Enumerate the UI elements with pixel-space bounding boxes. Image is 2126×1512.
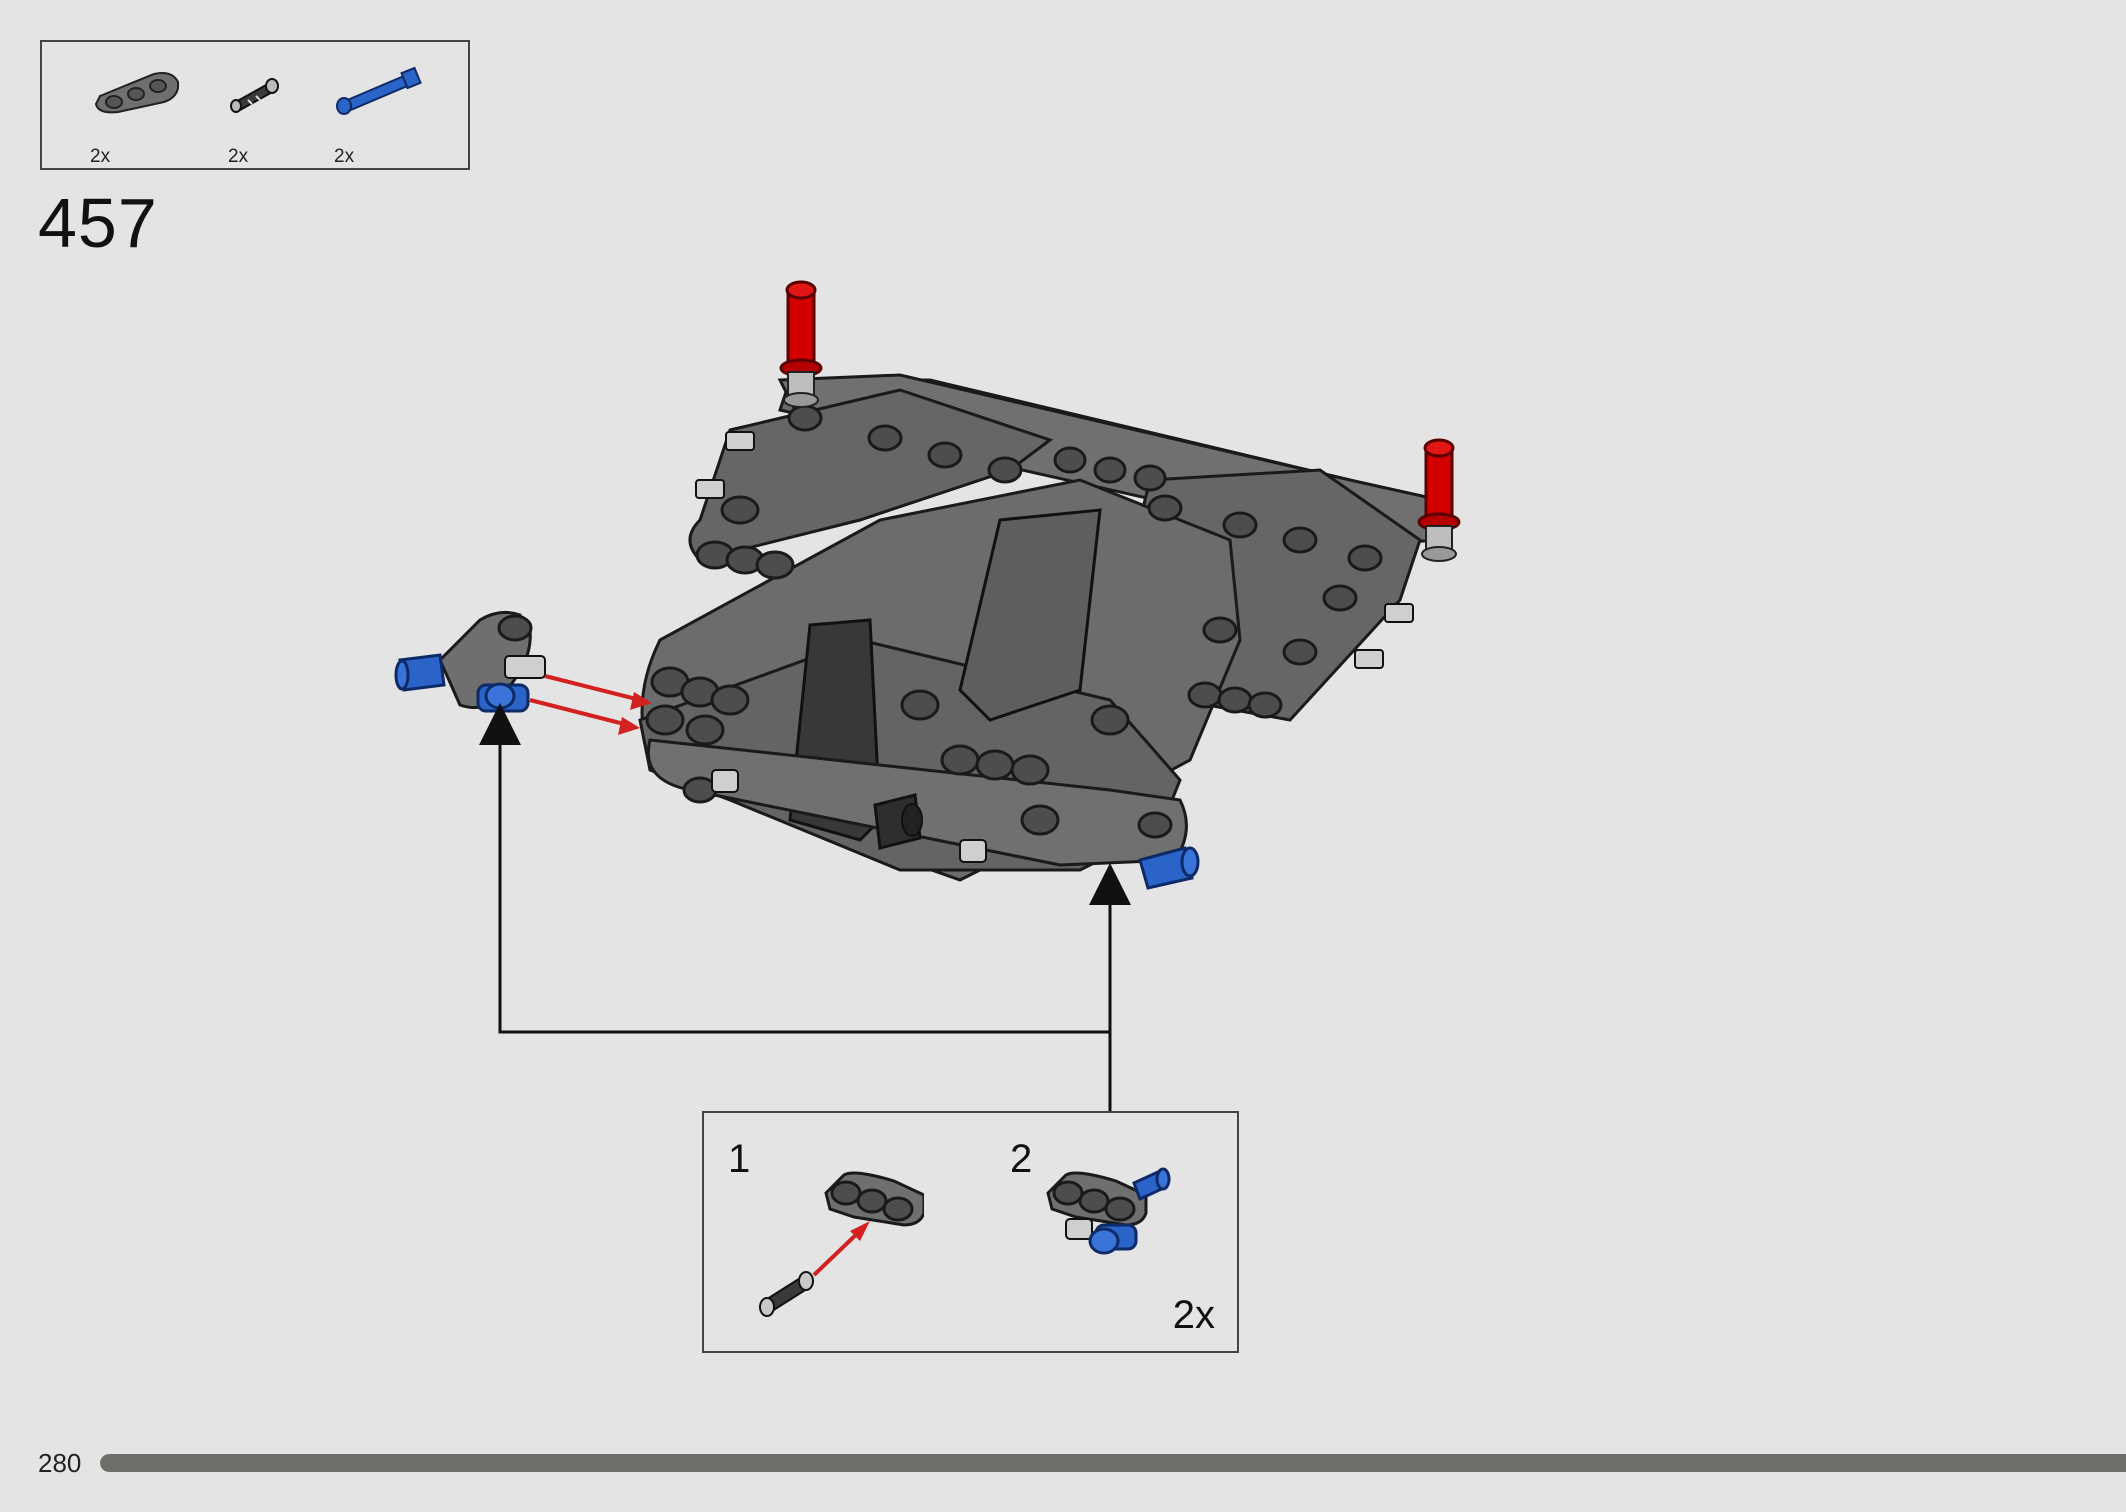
part-quantity: 2x (228, 146, 249, 167)
part-quantity: 2x (90, 146, 111, 167)
red-axle-pin-back-left (779, 280, 823, 408)
gray-3-hole-beam-icon (94, 72, 179, 114)
sub-step-number: 1 (728, 1137, 751, 1181)
progress-bar-fill (100, 1454, 2126, 1472)
progress-bar (100, 1454, 2126, 1472)
black-friction-pin-icon (230, 78, 279, 113)
part-item-beam: 2x (90, 66, 182, 167)
sub-step-number: 2 (1010, 1137, 1033, 1181)
part-item-friction-pin: 2x (228, 66, 288, 167)
blue-axle-pin-icon (336, 66, 422, 115)
step-number: 457 (38, 184, 158, 262)
sub-step-1-illustration (759, 1171, 924, 1317)
page-number: 280 (38, 1448, 82, 1478)
part-quantity: 2x (334, 146, 355, 167)
sub-assembly-attaching (394, 610, 546, 713)
chassis-assembly (638, 280, 1461, 890)
installed-blue-pin (1138, 846, 1200, 890)
part-item-axle-pin: 2x (334, 66, 424, 167)
sub-step-2-illustration (1046, 1167, 1171, 1255)
red-axle-pin-back-right (1417, 438, 1461, 562)
sub-assembly-multiplier: 2x (1172, 1293, 1215, 1337)
assembly-arrows (529, 674, 652, 735)
parts-list-box: 2x 2x 2x (40, 40, 470, 170)
callout-connector (479, 703, 1131, 1111)
sub-assembly-callout: 1 2 2x (702, 1111, 1239, 1353)
